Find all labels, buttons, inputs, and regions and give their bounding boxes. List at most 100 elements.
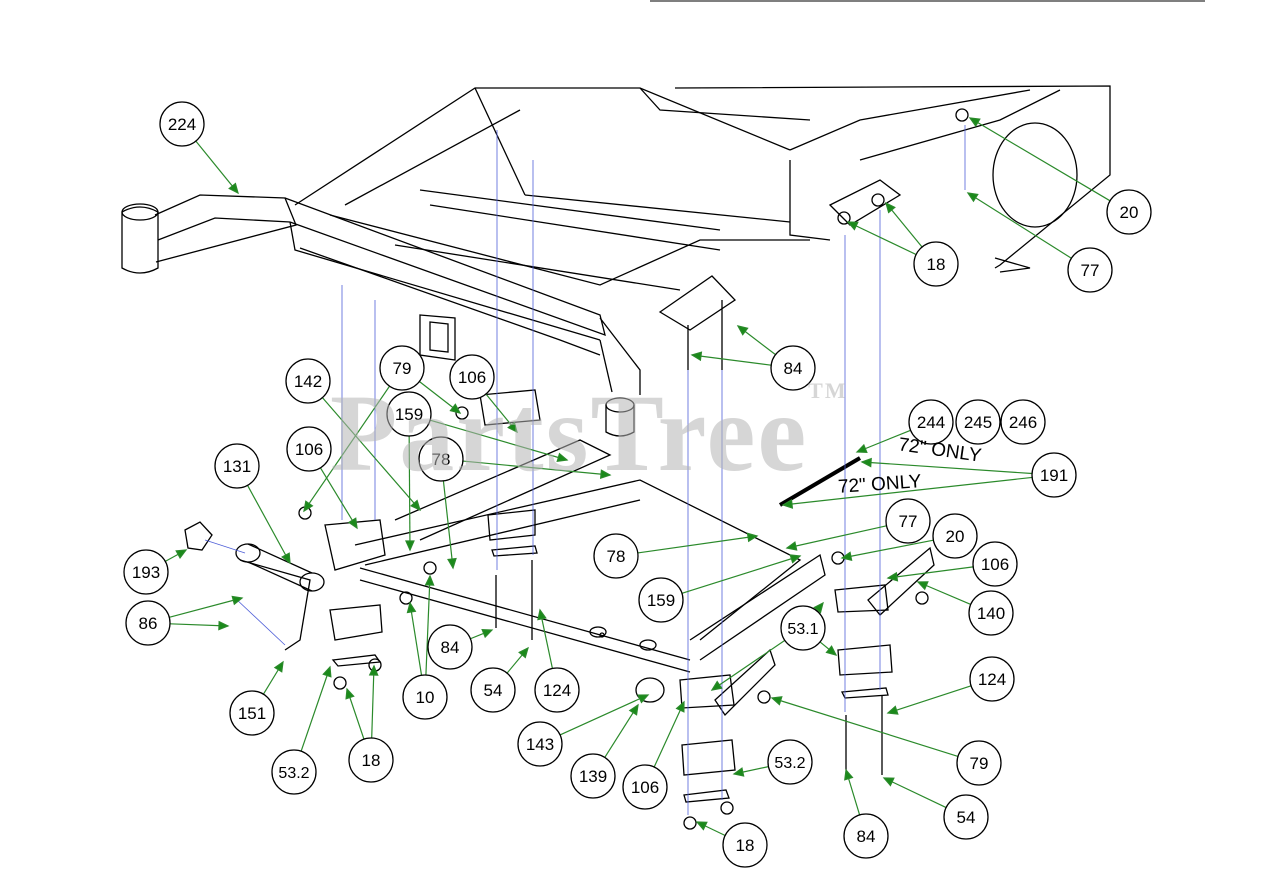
callout-151[interactable]: 151 (229, 690, 275, 736)
callout-circle-54 (470, 667, 516, 713)
callout-circle-106 (972, 541, 1018, 587)
leader-arrow-86-0 (231, 595, 244, 606)
callout-54[interactable]: 54 (470, 667, 516, 713)
callout-124[interactable]: 124 (534, 667, 580, 713)
callout-143[interactable]: 143 (517, 721, 563, 767)
leader-arrow-79-1 (303, 500, 314, 513)
callout-label-18: 18 (736, 836, 755, 855)
callout-77[interactable]: 77 (885, 498, 931, 544)
callout-79[interactable]: 79 (956, 740, 1002, 786)
leader-arrow-78-1 (599, 469, 612, 479)
leader-arrow-86-1 (218, 620, 230, 631)
callout-124[interactable]: 124 (969, 656, 1015, 702)
callout-20[interactable]: 20 (932, 513, 978, 559)
callout-84[interactable]: 84 (770, 345, 816, 391)
leader-line-86-1 (169, 623, 229, 627)
callout-84[interactable]: 84 (843, 813, 889, 859)
callout-106[interactable]: 106 (622, 764, 668, 810)
leader-arrow-78-0 (746, 532, 759, 543)
callout-label-77: 77 (1081, 261, 1100, 280)
callout-label-191: 191 (1040, 466, 1068, 485)
callout-circle-20 (932, 513, 978, 559)
callout-191[interactable]: 191 (1031, 452, 1077, 498)
leader-arrow-18-1 (368, 664, 379, 676)
callout-label-78: 78 (607, 547, 626, 566)
callout-78[interactable]: 78 (418, 436, 464, 482)
leader-arrow-191-1 (781, 499, 794, 509)
callout-label-131: 131 (223, 457, 251, 476)
callout-circle-79 (956, 740, 1002, 786)
callout-label-84: 84 (441, 638, 460, 657)
callout-159[interactable]: 159 (386, 391, 432, 437)
leader-line-244-0 (856, 429, 911, 453)
callout-84[interactable]: 84 (427, 624, 473, 670)
leader-line-18-1 (371, 665, 375, 739)
callout-18[interactable]: 18 (348, 737, 394, 783)
leader-line-106-0 (319, 467, 358, 529)
callout-circle-79 (379, 345, 425, 391)
callout-circle-10 (402, 674, 448, 720)
callout-139[interactable]: 139 (570, 753, 616, 799)
leader-arrow-191-0 (860, 457, 872, 468)
callout-54[interactable]: 54 (943, 794, 989, 840)
leader-line-20-0 (969, 117, 1111, 202)
leader-arrow-53.1-0 (813, 601, 824, 614)
leader-arrow-106-0 (675, 700, 685, 713)
callout-224[interactable]: 224 (159, 101, 205, 147)
callout-193[interactable]: 193 (123, 549, 169, 595)
callout-246[interactable]: 246 (1000, 399, 1046, 445)
leader-arrow-10-1 (424, 574, 435, 586)
leader-arrow-106-0 (886, 571, 899, 582)
leader-line-77-0 (967, 192, 1072, 259)
callout-circle-131 (214, 443, 260, 489)
callout-106[interactable]: 106 (286, 426, 332, 472)
lift-assembly-line-art (184, 108, 969, 830)
callout-53.2[interactable]: 53.2 (271, 749, 317, 795)
leader-arrow-106-0 (507, 421, 518, 434)
leader-line-106-0 (653, 701, 685, 768)
leader-arrow-151-0 (273, 660, 284, 673)
callout-circle-142 (285, 358, 331, 404)
callout-106[interactable]: 106 (972, 541, 1018, 587)
leader-arrow-18-1 (846, 221, 859, 231)
callout-18[interactable]: 18 (722, 822, 768, 868)
callout-circle-84 (427, 624, 473, 670)
callout-10[interactable]: 10 (402, 674, 448, 720)
leader-line-78-0 (637, 535, 758, 554)
callout-18[interactable]: 18 (913, 241, 959, 287)
callout-245[interactable]: 245 (955, 399, 1001, 445)
callout-86[interactable]: 86 (125, 600, 171, 646)
callout-79[interactable]: 79 (379, 345, 425, 391)
callout-159[interactable]: 159 (638, 577, 684, 623)
leader-arrow-159-1 (556, 452, 569, 463)
callout-131[interactable]: 131 (214, 443, 260, 489)
leader-line-131-0 (247, 485, 291, 564)
callout-circle-245 (955, 399, 1001, 445)
callout-106[interactable]: 106 (449, 354, 495, 400)
callout-circle-77 (1067, 247, 1113, 293)
callout-circle-106 (622, 764, 668, 810)
callout-53.1[interactable]: 53.1 (780, 605, 826, 651)
callout-label-79: 79 (393, 359, 412, 378)
callout-77[interactable]: 77 (1067, 247, 1113, 293)
leader-arrow-124-0 (537, 608, 547, 621)
callout-78[interactable]: 78 (593, 533, 639, 579)
leader-arrow-79-0 (770, 696, 783, 706)
callout-140[interactable]: 140 (968, 590, 1014, 636)
callout-20[interactable]: 20 (1106, 189, 1152, 235)
callout-label-106: 106 (458, 368, 486, 387)
callout-53.2[interactable]: 53.2 (767, 739, 813, 785)
callout-circle-139 (570, 753, 616, 799)
callout-label-142: 142 (294, 372, 322, 391)
callout-circle-224 (159, 101, 205, 147)
leader-line-191-1 (782, 476, 1033, 506)
leader-line-84-1 (691, 354, 772, 366)
callout-label-224: 224 (168, 115, 196, 134)
leader-arrow-20-0 (968, 117, 981, 128)
callout-142[interactable]: 142 (285, 358, 331, 404)
leader-line-18-1 (847, 221, 917, 256)
callout-label-86: 86 (139, 614, 158, 633)
leader-arrow-84-0 (736, 325, 749, 336)
callout-244[interactable]: 244 (908, 399, 954, 445)
leader-line-78-1 (462, 460, 611, 476)
